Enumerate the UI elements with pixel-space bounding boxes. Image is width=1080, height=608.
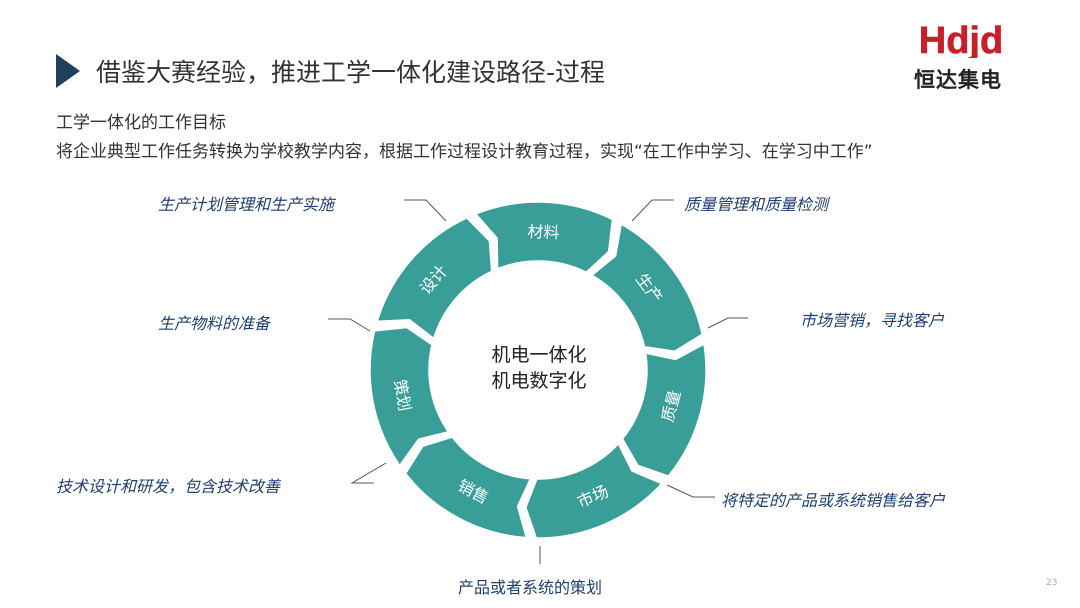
page-number: 23	[1046, 578, 1058, 588]
cycle-segment-material	[474, 201, 614, 274]
annotation-market: 市场营销，寻找客户	[800, 311, 945, 330]
company-logo: Hdjd	[918, 22, 1003, 58]
leader-line-material	[328, 318, 371, 332]
leader-line-production	[404, 199, 447, 222]
section-subtitle: 工学一体化的工作目标	[56, 113, 226, 133]
leader-line-sales	[666, 484, 715, 498]
annotation-planning: 产品或者系统的策划	[458, 578, 603, 597]
annotation-design: 技术设计和研发，包含技术改善	[56, 477, 281, 496]
annotation-production: 生产计划管理和生产实施	[158, 195, 335, 214]
leader-line-design	[350, 462, 387, 484]
annotation-quality: 质量管理和质量检测	[684, 195, 829, 214]
segment-label-material: 材料	[527, 222, 560, 242]
center-label-line-1: 机电一体化	[491, 344, 586, 366]
cycle-segment-market	[525, 442, 663, 539]
title-arrow-icon	[56, 54, 80, 88]
cycle-segment-sales	[404, 436, 532, 539]
annotation-sales: 将特定的产品或系统销售给客户	[721, 491, 946, 510]
cycle-segment-planning	[369, 326, 450, 467]
cycle-segment-production	[590, 222, 704, 353]
annotation-leader-lines	[328, 199, 748, 564]
annotation-material: 生产物料的准备	[158, 314, 271, 333]
section-description: 将企业典型工作任务转换为学校教学内容，根据工作过程设计教育过程，实现“在工作中学…	[56, 142, 873, 162]
leader-line-quality	[631, 199, 674, 222]
logo-mark-text: Hdjd	[919, 22, 1003, 58]
cycle-segment-quality	[621, 342, 707, 477]
cycle-segment-design	[376, 216, 493, 340]
leader-line-market	[707, 317, 748, 329]
page-title: 借鉴大赛经验，推进工学一体化建设路径-过程	[96, 58, 606, 87]
company-name: 恒达集电	[914, 68, 1002, 92]
center-label-line-2: 机电数字化	[491, 370, 586, 392]
